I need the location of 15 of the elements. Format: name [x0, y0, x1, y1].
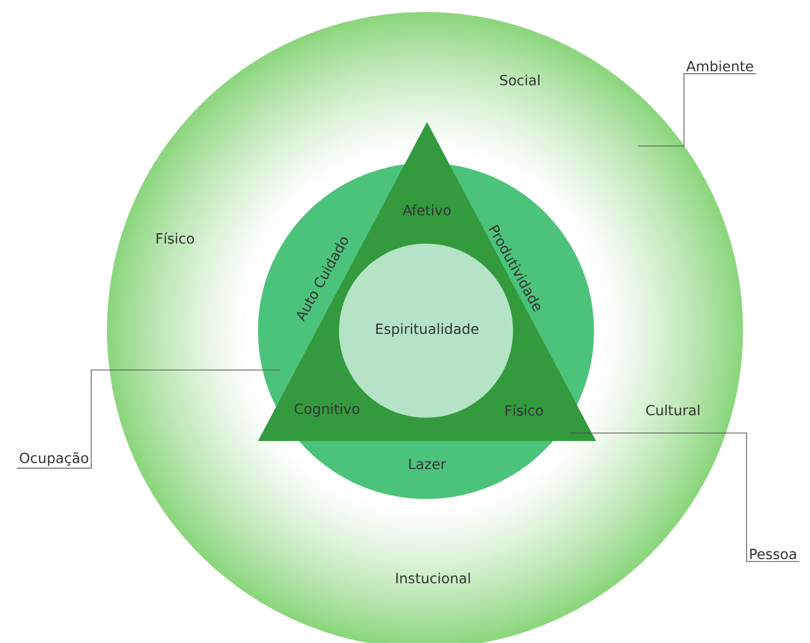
- leader-line: [570, 432, 800, 562]
- node-text: Pessoa: [750, 548, 796, 560]
- node-text: Ambiente: [686, 60, 754, 72]
- node-text: Ocupação: [20, 452, 88, 466]
- region-label: Espiritualidade: [376, 323, 478, 337]
- region-label: Cognitivo: [294, 403, 360, 417]
- leader-line: [638, 73, 756, 146]
- region-label: Físico: [156, 232, 194, 244]
- leader-line: [16, 370, 280, 469]
- region-label: Físico: [506, 404, 543, 416]
- region-label: Cultural: [646, 404, 700, 416]
- region-label: Instucional: [396, 572, 470, 584]
- region-label: Lazer: [409, 458, 446, 470]
- region-label: Afetivo: [402, 204, 451, 216]
- region-label: Social: [500, 74, 540, 86]
